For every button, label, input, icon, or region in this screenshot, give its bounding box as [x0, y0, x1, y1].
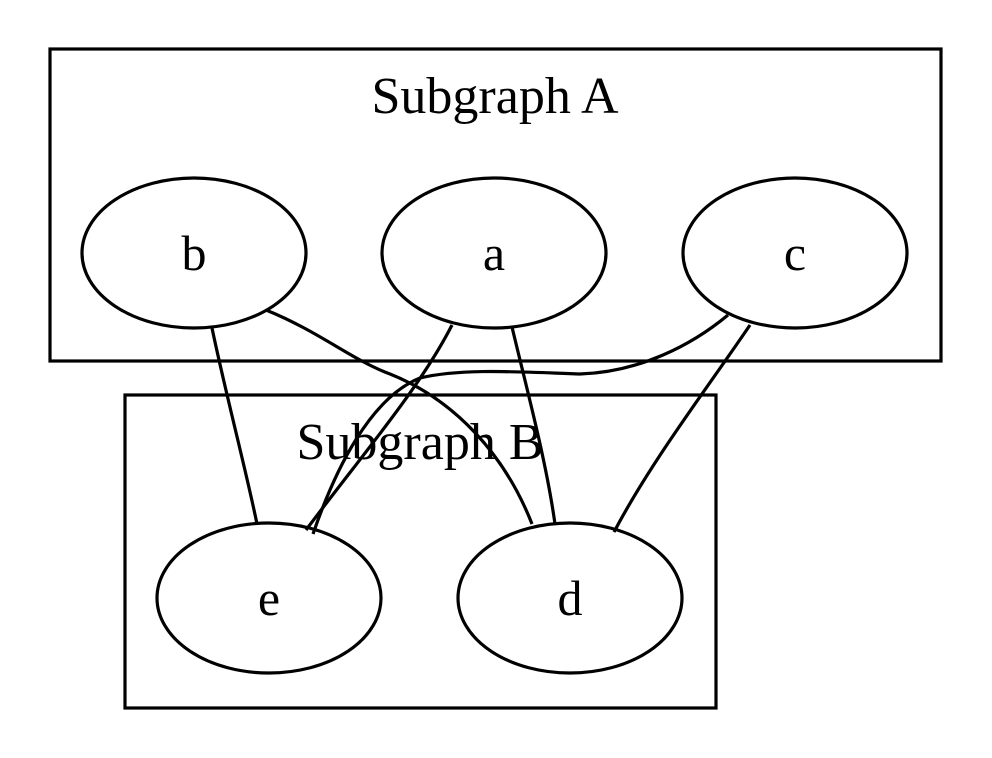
- node-d: d: [456, 521, 684, 675]
- cluster-subgraph-a-label: Subgraph A: [372, 68, 619, 125]
- edges: [210, 308, 752, 535]
- edge-c-d: [612, 324, 752, 533]
- node-d-label: d: [558, 570, 583, 626]
- edge-c-e: [311, 313, 730, 535]
- node-d-shape: [456, 521, 684, 675]
- cluster-subgraph-b: Subgraph B: [123, 393, 718, 710]
- node-c-shape: [681, 176, 909, 330]
- node-c-label: c: [784, 225, 806, 281]
- node-a-shape: [380, 176, 608, 330]
- node-b: b: [80, 176, 308, 330]
- node-e: e: [155, 521, 383, 675]
- node-a: a: [380, 176, 608, 330]
- cluster-subgraph-a: Subgraph A: [48, 47, 943, 363]
- node-b-shape: [80, 176, 308, 330]
- node-e-label: e: [258, 570, 280, 626]
- node-b-label: b: [182, 225, 207, 281]
- node-a-label: a: [483, 225, 505, 281]
- edge-a-e: [304, 324, 454, 531]
- node-e-shape: [155, 521, 383, 675]
- edge-b-d: [265, 308, 534, 525]
- edge-b-e: [210, 327, 259, 525]
- cluster-subgraph-b-border: [123, 393, 718, 710]
- cluster-subgraph-a-border: [48, 47, 943, 363]
- cluster-subgraph-b-label: Subgraph B: [297, 414, 544, 471]
- edge-a-d: [510, 326, 557, 525]
- node-c: c: [681, 176, 909, 330]
